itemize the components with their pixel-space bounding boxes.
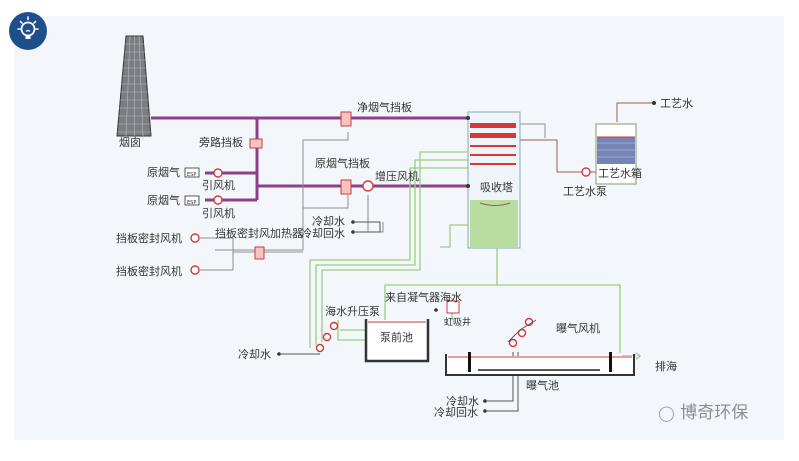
aeration-fan-3[interactable] [508, 338, 518, 348]
label-cooling-water-1: 冷却水 [312, 215, 345, 228]
label-raw-gas-damper: 原烟气挡板 [315, 157, 370, 170]
label-raw-gas-2: 原烟气 [147, 194, 180, 207]
booster-fan[interactable] [362, 180, 374, 192]
seal-air-lines [200, 123, 546, 271]
label-clean-gas-damper: 净烟气挡板 [357, 101, 412, 114]
discharge-arrow-icon [635, 352, 642, 360]
esp-box-1 [184, 167, 200, 178]
label-cooling-return-1: 冷却回水 [301, 227, 345, 240]
label-process-water-pump: 工艺水泵 [563, 185, 607, 198]
seawater-lines [309, 151, 636, 357]
label-seal-fan-1: 挡板密封风机 [116, 232, 182, 245]
label-id-fan-2: 引风机 [202, 207, 235, 220]
label-esp-2: ESP [187, 200, 197, 206]
id-fan-1[interactable] [213, 168, 223, 178]
label-bypass-damper: 旁路挡板 [199, 136, 243, 149]
watermark: ◯ 博奇环保 [658, 398, 748, 423]
seawater-booster-pump-1[interactable] [329, 321, 339, 331]
id-fan-2[interactable] [213, 195, 223, 205]
seawater-booster-pump-2[interactable] [322, 332, 332, 342]
aeration-fan-2[interactable] [517, 328, 527, 338]
seal-fan-2[interactable] [190, 265, 200, 275]
label-discharge-sea: 排海 [655, 360, 677, 373]
seal-fan-1[interactable] [190, 233, 200, 243]
label-cooling-return-3: 冷却回水 [434, 406, 478, 419]
label-seal-air-heater: 挡板密封风加热器 [215, 227, 303, 240]
siphon-well [446, 300, 460, 314]
label-seal-fan-2: 挡板密封风机 [116, 265, 182, 278]
seal-air-heater[interactable] [254, 246, 265, 260]
pre-pump-pool [364, 319, 430, 363]
process-water-inlet-node [652, 101, 656, 105]
process-water-pump[interactable] [581, 167, 591, 177]
chimney [116, 35, 152, 137]
label-chimney: 烟囱 [119, 136, 141, 149]
label-esp-1: ESP [187, 172, 197, 178]
raw-gas-damper[interactable] [340, 179, 352, 195]
label-id-fan-1: 引风机 [202, 179, 235, 192]
label-condenser-seawater: 来自凝气器海水 [385, 291, 462, 304]
process-water-tank [595, 123, 637, 185]
label-booster-fan: 增压风机 [375, 170, 419, 183]
absorber-clean-gas-outlet-node [466, 116, 470, 120]
label-absorber: 吸收塔 [480, 181, 513, 194]
label-aeration-fan: 曝气风机 [556, 322, 600, 335]
wechat-icon: ◯ [658, 404, 675, 422]
label-aeration-pool: 曝气池 [526, 379, 559, 392]
label-cooling-water-3: 冷却水 [446, 395, 479, 408]
aeration-pool [445, 319, 635, 376]
label-siphon-well: 虹吸井 [444, 318, 472, 328]
absorber-raw-gas-inlet-node [466, 184, 470, 188]
esp-box-2 [184, 195, 200, 206]
label-raw-gas-1: 原烟气 [147, 166, 180, 179]
bypass-damper[interactable] [249, 138, 263, 149]
label-seawater-booster-pump: 海水升压泵 [325, 305, 380, 318]
label-process-water: 工艺水 [660, 97, 693, 110]
label-cooling-water-2: 冷却水 [238, 348, 271, 361]
clean-gas-damper[interactable] [340, 111, 352, 127]
label-pre-pump-pool: 泵前池 [380, 331, 413, 344]
lightbulb-icon [9, 12, 47, 50]
absorber-tower [467, 111, 521, 249]
label-process-water-tank: 工艺水箱 [598, 167, 642, 180]
watermark-text: 博奇环保 [680, 403, 749, 423]
seawater-booster-pump-3[interactable] [315, 343, 325, 353]
